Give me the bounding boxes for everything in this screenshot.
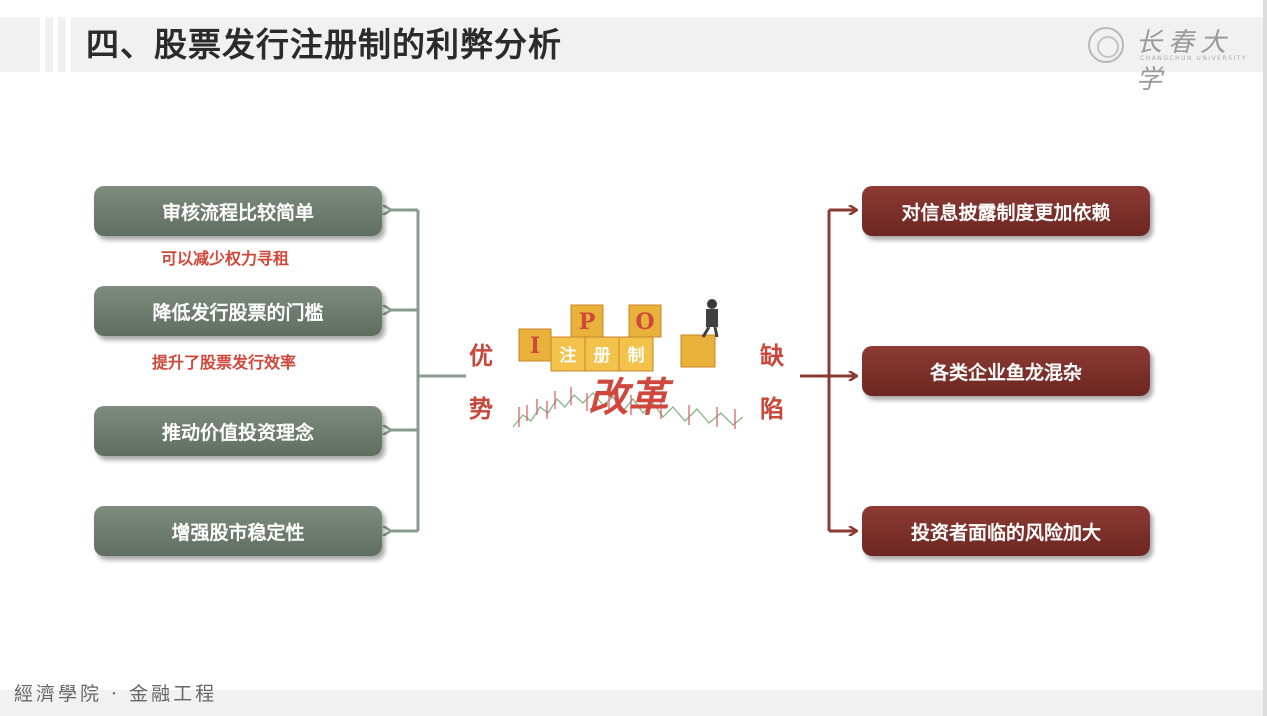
advantage-box: 推动价值投资理念 [94, 406, 382, 456]
ipo-block-label: 注 [560, 345, 577, 366]
header-stripe [53, 17, 58, 72]
ipo-block-label: 册 [594, 346, 611, 366]
ipo-block-p: P 册 [570, 304, 620, 372]
disadvantage-box: 各类企业鱼龙混杂 [862, 346, 1150, 396]
advantage-note: 提升了股票发行效率 [152, 353, 297, 372]
advantage-label-top: 优 [469, 342, 493, 370]
header-stripe [40, 17, 45, 72]
disadvantage-label-top: 缺 [760, 342, 784, 370]
ipo-block-letter: P [579, 309, 596, 335]
advantage-note: 可以减少权力寻租 [161, 249, 290, 268]
ipo-block-letter: I [530, 333, 540, 359]
ipo-block-label: 制 [628, 345, 645, 366]
page-title: 四、股票发行注册制的利弊分析 [86, 25, 562, 64]
slide-edge [1263, 0, 1267, 716]
logo-subtitle: CHANGCHUN UNIVERSITY [1140, 55, 1248, 62]
ipo-reform-image: I 注 P 册 O 制 改革 [513, 287, 743, 440]
disadvantage-connectors [800, 210, 855, 531]
header-stripe [66, 17, 71, 72]
footer-text: 經濟學院 · 金融工程 [14, 683, 218, 705]
ipo-block-letter: O [635, 309, 654, 335]
advantage-label-bottom: 势 [469, 395, 493, 423]
university-logo: 长春大学 CHANGCHUN UNIVERSITY [1088, 25, 1248, 95]
university-seal-icon [1088, 27, 1124, 63]
header-band [0, 17, 1267, 72]
logo-name: 长春大学 [1136, 28, 1233, 95]
disadvantage-box: 投资者面临的风险加大 [862, 506, 1150, 556]
footer-band [0, 690, 1267, 716]
ipo-block-o: O 制 [618, 304, 662, 372]
reform-caption: 改革 [588, 374, 674, 421]
disadvantage-label-bottom: 陷 [760, 395, 784, 423]
advantage-connectors [389, 210, 466, 531]
businessman-figure [680, 299, 719, 368]
advantage-box: 审核流程比较简单 [94, 186, 382, 236]
ipo-block-i: I 注 [518, 328, 586, 372]
disadvantage-box: 对信息披露制度更加依赖 [862, 186, 1150, 236]
advantage-box: 降低发行股票的门槛 [94, 286, 382, 336]
advantage-box: 增强股市稳定性 [94, 506, 382, 556]
